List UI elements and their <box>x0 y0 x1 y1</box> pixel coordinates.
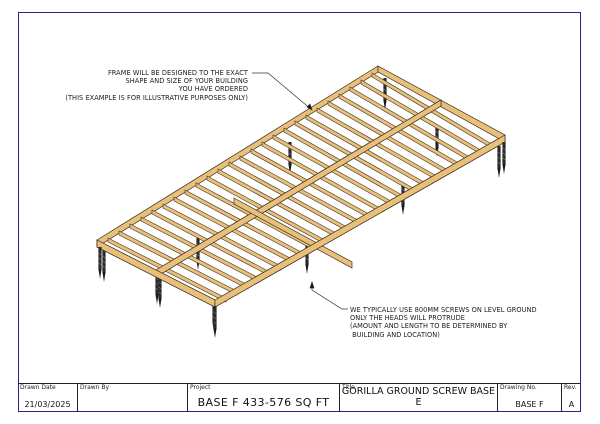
frame-note-line-1: FRAME WILL BE DESIGNED TO THE EXACT <box>107 69 248 77</box>
drawing-no-label: Drawing No. <box>500 384 537 391</box>
screw-note-line-4: BUILDING AND LOCATION) <box>350 330 440 339</box>
title-cell: Title GORILLA GROUND SCREW BASE E <box>340 384 498 412</box>
timber-frame <box>96 65 506 308</box>
title-value: GORILLA GROUND SCREW BASE E <box>341 386 496 408</box>
frame-note-line-4: (THIS EXAMPLE IS FOR ILLUSTRATIVE PURPOS… <box>65 93 248 102</box>
drawn-by-label: Drawn By <box>80 384 110 391</box>
leader-lines <box>252 72 348 310</box>
screw-note-line-1: WE TYPICALLY USE 800MM SCREWS ON LEVEL G… <box>350 306 537 314</box>
rev-label: Rev. <box>564 384 577 391</box>
project-label: Project <box>190 384 211 391</box>
project-cell: Project BASE F 433-576 SQ FT <box>188 384 340 412</box>
title-block: Drawn Date 21/03/2025 Drawn By Project B… <box>18 383 581 412</box>
screw-length-note: WE TYPICALLY USE 800MM SCREWS ON LEVEL G… <box>350 306 537 339</box>
drawn-date-label: Drawn Date <box>20 384 56 391</box>
drawing-frame <box>18 12 581 412</box>
screw-note-line-2: ONLY THE HEADS WILL PROTRUDE <box>350 314 466 323</box>
drawn-date-value: 21/03/2025 <box>24 400 71 409</box>
drawn-by-cell: Drawn By <box>78 384 188 412</box>
drawing-no-value: BASE F <box>515 400 544 409</box>
screw-note-line-3: (AMOUNT AND LENGTH TO BE DETERMINED BY <box>350 322 508 331</box>
frame-note-line-2: SHAPE AND SIZE OF YOUR BUILDING <box>125 77 248 86</box>
frame-note-line-3: YOU HAVE ORDERED <box>178 85 248 94</box>
rev-value: A <box>568 400 575 409</box>
project-value: BASE F 433-576 SQ FT <box>197 396 330 409</box>
frame-design-note: FRAME WILL BE DESIGNED TO THE EXACT SHAP… <box>65 69 248 102</box>
drawn-date-cell: Drawn Date 21/03/2025 <box>18 384 78 412</box>
drawing-no-cell: Drawing No. BASE F <box>498 384 562 412</box>
title-label: Title <box>342 384 355 391</box>
rev-cell: Rev. A <box>562 384 581 412</box>
